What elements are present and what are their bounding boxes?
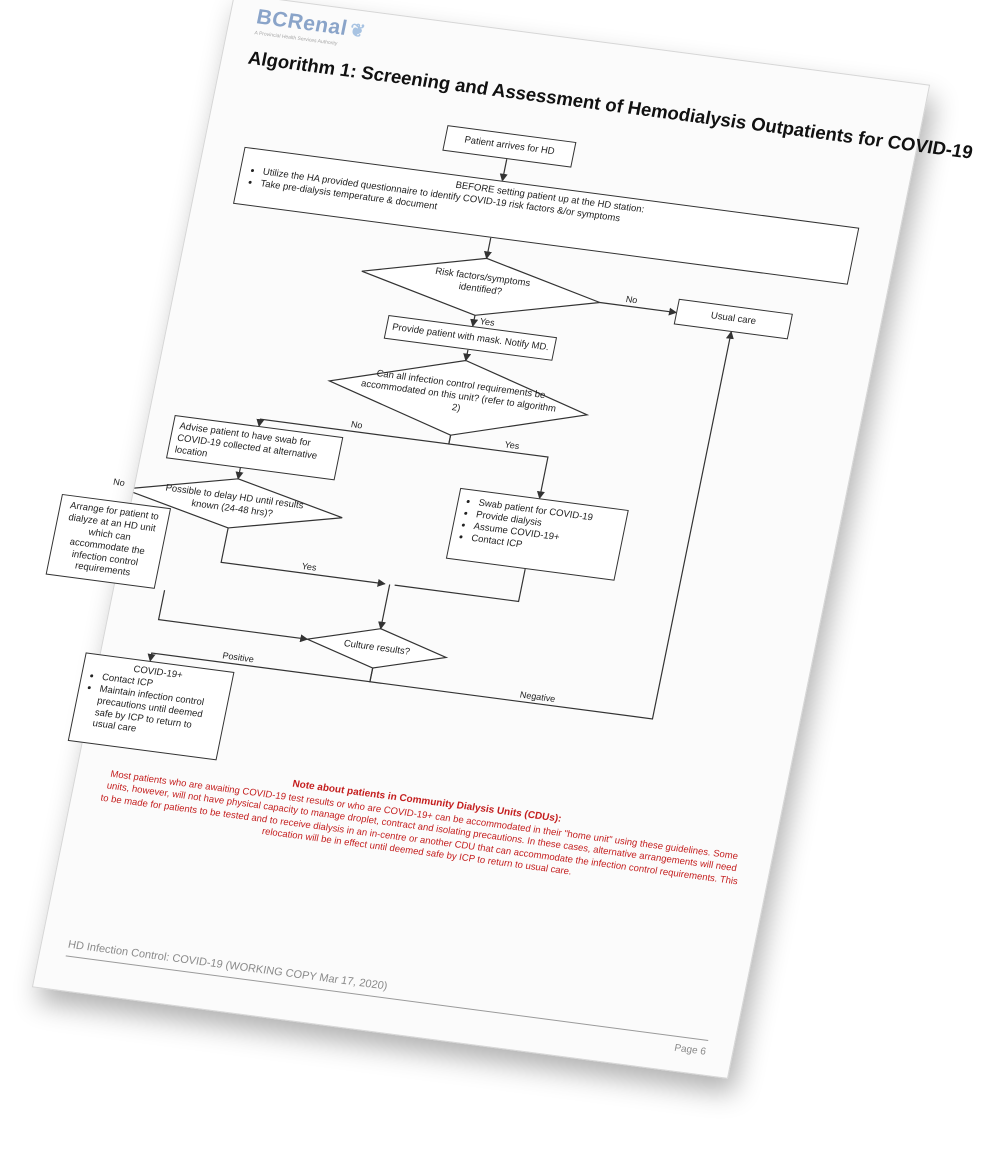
no-label: No bbox=[350, 419, 364, 431]
usual-care-text: Usual care bbox=[709, 310, 758, 328]
yes-label: Yes bbox=[503, 439, 521, 452]
footer-rule bbox=[65, 955, 709, 1041]
arrange-text: Arrange for patient to dialyze at an HD … bbox=[67, 500, 160, 579]
no-label: No bbox=[112, 476, 126, 488]
flowchart-connectors bbox=[101, 159, 734, 720]
arrange-box: Arrange for patient to dialyze at an HD … bbox=[45, 493, 172, 589]
footer-text: HD Infection Control: COVID-19 (WORKING … bbox=[66, 938, 389, 993]
no-label: No bbox=[624, 293, 639, 306]
covid-positive-box: COVID-19+ Contact ICP Maintain infection… bbox=[67, 652, 235, 761]
page-number: Page 6 bbox=[673, 1042, 707, 1058]
document-page: BCRenal❦ A Provincial Health Services Au… bbox=[31, 0, 975, 1079]
swab-list: Swab patient for COVID-19 Provide dialys… bbox=[456, 496, 620, 563]
arrives-text: Patient arrives for HD bbox=[463, 134, 556, 158]
yes-label: Yes bbox=[300, 560, 318, 573]
yes-label: Yes bbox=[478, 316, 496, 328]
